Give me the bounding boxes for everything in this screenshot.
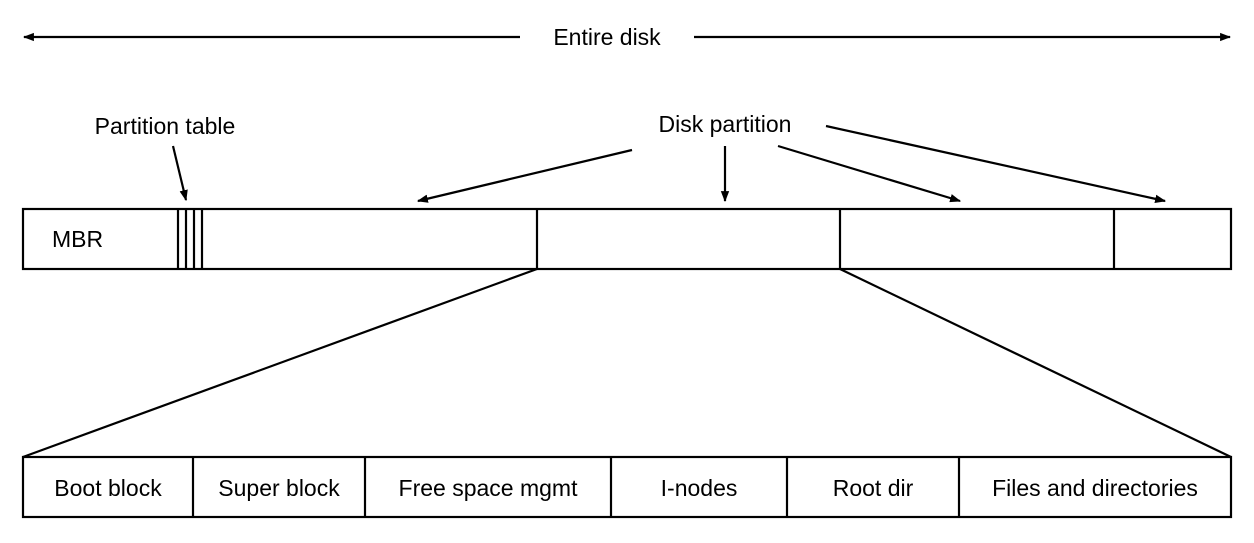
mbr-label: MBR — [52, 226, 103, 252]
layout-cell-free-space-mgmt: Free space mgmt — [399, 475, 579, 501]
partition-layout-outline — [21, 455, 1233, 519]
disk-partition-arrow-1 — [416, 148, 633, 203]
partition-layout-bar: Boot block Super block Free space mgmt I… — [21, 455, 1233, 519]
partition-table-label: Partition table — [95, 113, 236, 139]
disk-partition-arrow-3 — [777, 144, 962, 203]
layout-cell-root-dir: Root dir — [833, 475, 914, 501]
entire-disk-label: Entire disk — [553, 24, 661, 50]
layout-cell-files-and-directories: Files and directories — [992, 475, 1198, 501]
layout-cell-boot-block: Boot block — [54, 475, 162, 501]
partition-table-arrow — [171, 145, 188, 202]
disk-partition-arrow-4 — [825, 124, 1167, 203]
layout-cell-i-nodes: I-nodes — [661, 475, 738, 501]
entire-disk-span: Entire disk — [22, 24, 1232, 50]
expansion-line-left — [22, 267, 538, 459]
disk-bar: MBR — [21, 207, 1233, 271]
disk-partition-label: Disk partition — [659, 111, 792, 137]
layout-cell-super-block: Super block — [218, 475, 340, 501]
disk-bar-outline — [21, 207, 1233, 271]
expansion-line-right — [839, 268, 1232, 458]
